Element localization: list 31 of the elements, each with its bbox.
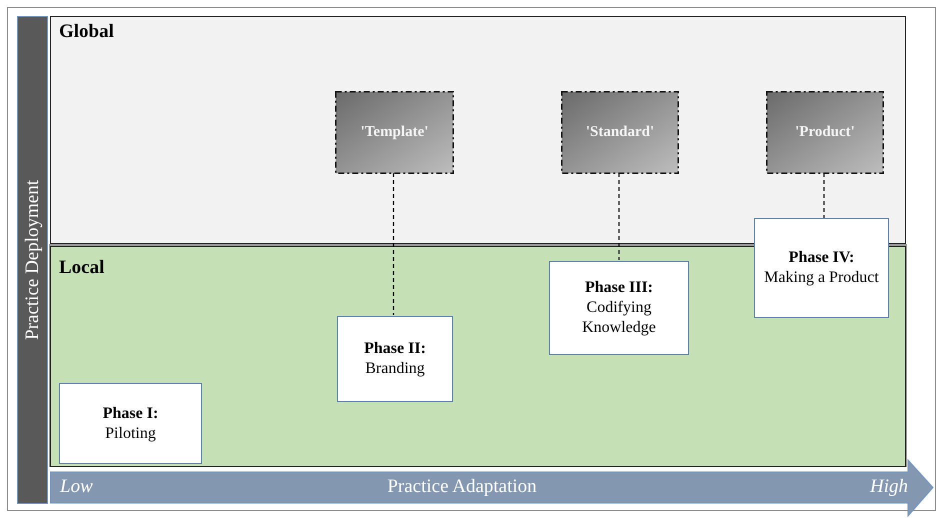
panel-title: Local [59,257,104,279]
box-label: 'Template' [360,124,428,141]
box-label: 'Product' [795,124,855,141]
local-panel [50,246,906,467]
connector-line [392,173,394,315]
phase-title: Phase III: [584,278,653,298]
phase-title: Phase II: [364,339,426,359]
panel-title: Global [59,21,114,43]
phase-box [754,218,889,318]
template-box [766,91,884,174]
phase-description: Making a Product [764,268,879,288]
phase-box [59,383,202,464]
global-panel [50,16,906,244]
phase-description: Codifying Knowledge [581,298,657,338]
phase-description: Piloting [105,424,156,444]
box-label: 'Standard' [586,124,654,141]
axis-title: Practice Adaptation [387,476,537,498]
phase-box [549,261,689,355]
axis-end-label: Low [60,476,93,498]
axis-title: Practice Deployment [22,180,44,340]
axis-arrow [50,459,934,517]
phase-title: Phase I: [102,404,158,424]
axis-end-label: High [870,476,908,498]
connector-line [618,173,620,260]
connector-line [823,173,825,218]
axis-band [17,16,48,504]
phase-description: Branding [365,359,425,379]
phase-title: Phase IV: [788,248,854,268]
phase-box [337,316,453,402]
template-box [561,91,679,174]
template-box [335,91,454,174]
